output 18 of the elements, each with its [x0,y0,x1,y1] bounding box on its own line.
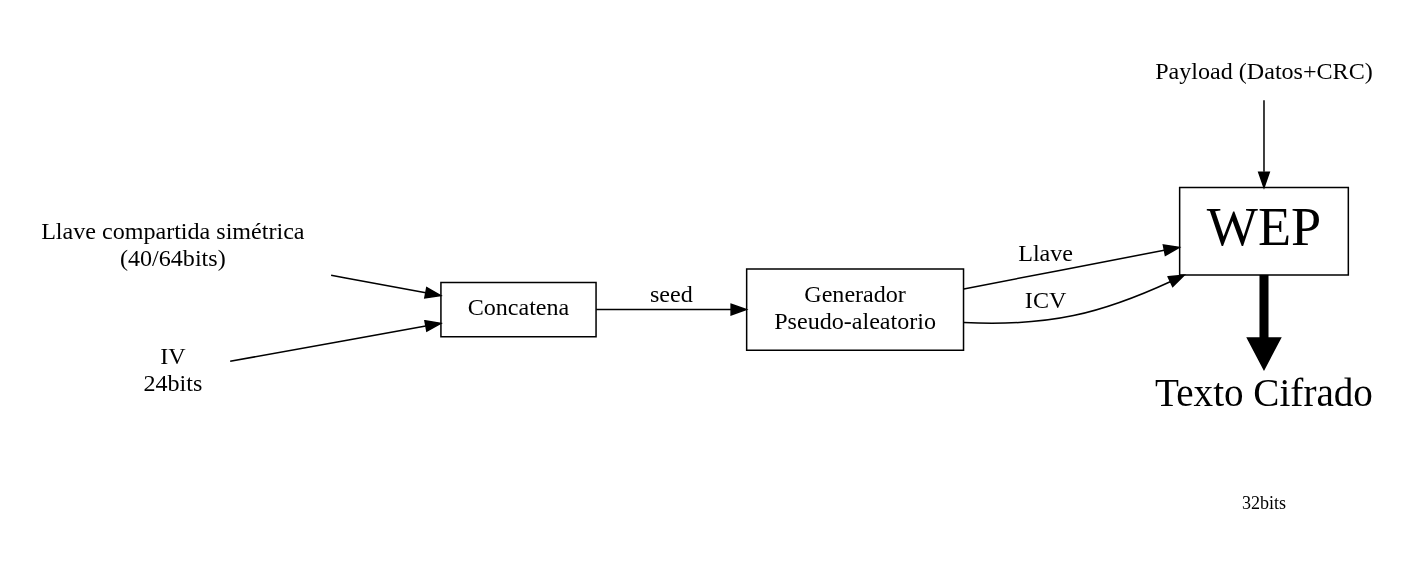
arrow [963,274,1187,324]
node-text: Llave compartida simétrica (40/64bits) [41,217,305,271]
arrow [1257,99,1271,190]
edge-label: Llave [1018,240,1074,267]
edge-label: ICV [1024,286,1067,313]
label: 32bits [1241,492,1287,513]
node-box: Generador Pseudo-aleatorio [745,268,965,351]
node-text: IV 24bits [143,342,203,396]
arrow [229,319,443,363]
arrow [963,244,1182,290]
node-text: Payload (Datos+CRC) [1155,57,1373,84]
node-box: WEP [1178,186,1350,276]
node-text: Texto Cifrado [1155,371,1373,415]
arrow [1246,274,1282,372]
node-box: Concatena [440,281,597,338]
arrow [330,274,443,299]
arrow [595,303,749,316]
edge-label: seed [649,280,693,307]
